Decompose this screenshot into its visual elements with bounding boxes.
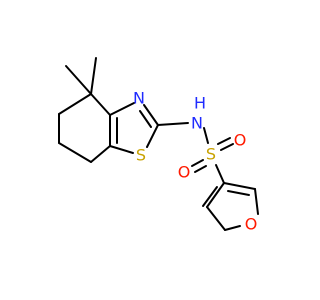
bond-nh-sulfonyl — [203, 127, 209, 144]
bond-n-c2-double — [139, 110, 152, 128]
atom-o-furan: O — [245, 215, 258, 234]
bond-s-o-left-a — [191, 159, 204, 167]
bond-c2-nh — [157, 122, 189, 126]
bond-s-c7a — [109, 145, 134, 154]
bond-furan-c3-c4 — [206, 182, 225, 208]
atom-o-top: O — [234, 131, 247, 150]
atom-nh: N — [191, 114, 203, 133]
bond-furan-c3-c4-double — [202, 186, 218, 207]
bond-s-o-top-b — [220, 143, 234, 151]
bond-c3a-n — [109, 102, 135, 116]
atom-h: H — [194, 94, 206, 113]
bond-c7-c7a — [90, 145, 111, 163]
atom-s-ring: S — [136, 146, 146, 165]
bond-c6-c7 — [58, 142, 92, 163]
bond-furan-c5-o — [224, 225, 241, 231]
bond-s-furan — [215, 164, 225, 184]
atom-o-left: O — [178, 163, 191, 182]
molecule-diagram: N S N H S O O O — [58, 57, 259, 234]
atom-n-ring: N — [133, 89, 145, 108]
bond-s-o-left-b — [194, 165, 207, 173]
bond-methyl-2 — [90, 57, 97, 95]
bond-methyl-1 — [65, 65, 92, 95]
bond-c4-c3a — [90, 93, 111, 116]
bond-furan-o-c2 — [254, 188, 259, 215]
bond-furan-c2-c3-double — [227, 190, 250, 196]
atom-labels: N S N H S O O O — [133, 89, 257, 234]
bond-c4-c5 — [58, 93, 92, 115]
bond-n-c2 — [143, 104, 159, 126]
bond-c2-s — [146, 124, 159, 148]
atom-s-sulfonyl: S — [206, 145, 216, 164]
bonds — [58, 57, 259, 231]
bond-furan-c4-c5 — [206, 206, 226, 231]
bond-furan-c2-c3 — [223, 182, 256, 190]
structure-svg: N S N H S O O O — [58, 57, 259, 234]
bond-s-o-top-a — [217, 137, 231, 145]
